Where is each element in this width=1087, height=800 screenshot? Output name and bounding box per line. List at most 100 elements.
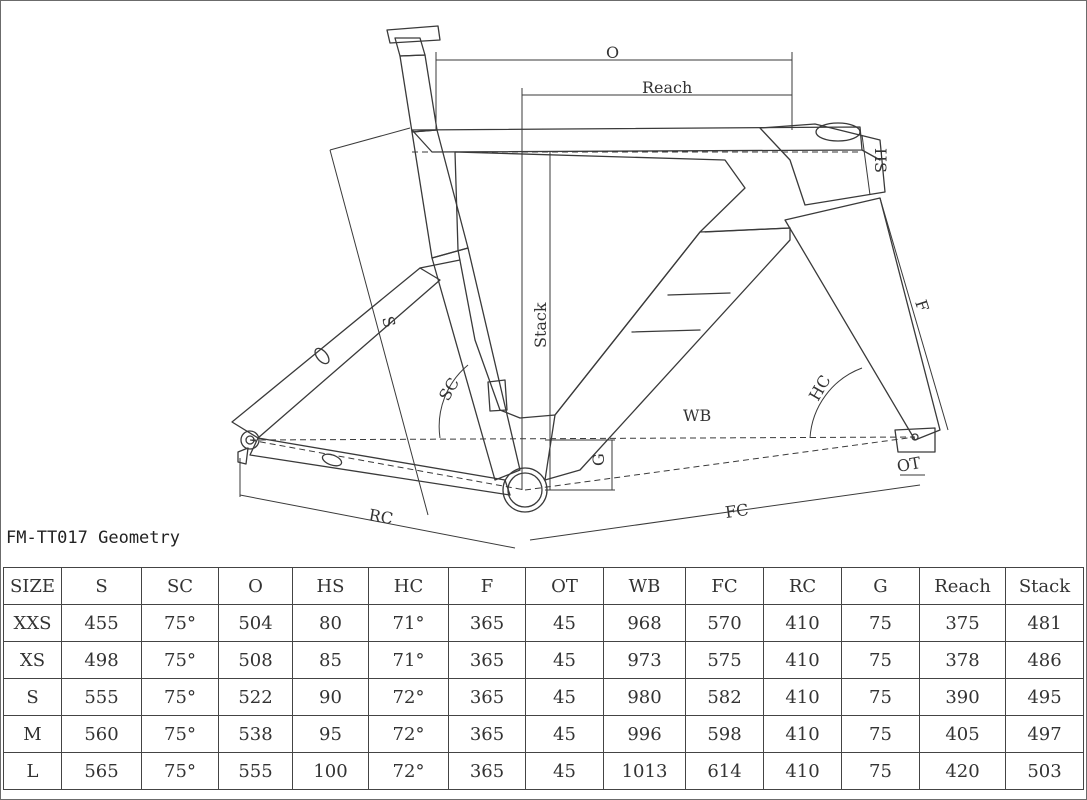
seat-tube [411,129,521,481]
wb-label: WB [683,406,711,425]
s-label: S [378,314,399,330]
table-cell: 503 [1005,752,1084,790]
table-cell: 996 [603,715,686,753]
table-cell: 75° [141,678,219,716]
table-row: XXS 455 75° 504 80 71° 365 45 968 570 41… [3,604,1084,642]
table-cell: 45 [525,752,604,790]
table-cell: 390 [919,678,1006,716]
table-cell: 508 [218,641,293,679]
table-cell: 410 [763,752,842,790]
table-cell: 365 [448,678,526,716]
o-label: O [606,43,619,62]
header-cell: FC [685,567,764,605]
seatpost [386,25,441,133]
rc-label: RC [367,505,394,528]
table-cell: 495 [1005,678,1084,716]
header-cell: SC [141,567,219,605]
g-label: G [589,453,608,466]
table-cell: M [3,715,62,753]
table-cell: 71° [368,604,449,642]
front-triangle [454,151,791,419]
table-cell: 455 [61,604,142,642]
header-cell: F [448,567,526,605]
header-cell: RC [763,567,842,605]
rear-center-line [249,439,526,491]
table-cell: 75 [841,678,920,716]
table-cell: 75 [841,604,920,642]
table-cell: 365 [448,641,526,679]
table-cell: 410 [763,604,842,642]
table-row: M 560 75° 538 95 72° 365 45 996 598 410 … [3,715,1084,753]
table-cell: 72° [368,715,449,753]
header-cell: HS [292,567,369,605]
table-cell: 95 [292,715,369,753]
table-cell: 405 [919,715,1006,753]
table-cell: 75° [141,752,219,790]
table-cell: 973 [603,641,686,679]
table-cell: 486 [1005,641,1084,679]
table-cell: 980 [603,678,686,716]
s-dimension-line [329,149,429,516]
hc-angle-arc [809,367,863,439]
table-cell: 498 [61,641,142,679]
down-tube [544,227,791,481]
sc-label: SC [435,374,463,404]
table-row: XS 498 75° 508 85 71° 365 45 973 575 410… [3,641,1084,679]
table-cell: 378 [919,641,1006,679]
table-cell: 560 [61,715,142,753]
table-cell: 410 [763,678,842,716]
sc-angle-arc [438,364,469,439]
header-cell: G [841,567,920,605]
table-cell: 538 [218,715,293,753]
table-cell: 75 [841,752,920,790]
table-cell: 555 [61,678,142,716]
table-cell: 75° [141,604,219,642]
table-cell: S [3,678,62,716]
head-tube [759,122,886,206]
hc-label: HC [805,372,835,404]
table-cell: 410 [763,641,842,679]
f-dimension-line [879,197,949,431]
header-cell: HC [368,567,449,605]
table-cell: 570 [685,604,764,642]
header-cell: OT [525,567,604,605]
table-cell: 1013 [603,752,686,790]
table-cell: 75° [141,641,219,679]
table-cell: 481 [1005,604,1084,642]
header-cell: S [61,567,142,605]
table-cell: 365 [448,715,526,753]
top-tube [411,126,881,161]
table-cell: 72° [368,678,449,716]
table-cell: 565 [61,752,142,790]
hs-dimension-line [861,134,871,196]
table-row: L 565 75° 555 100 72° 365 45 1013 614 41… [3,752,1084,790]
table-cell: 410 [763,715,842,753]
header-cell: Stack [1005,567,1084,605]
table-cell: 45 [525,641,604,679]
table-cell: 504 [218,604,293,642]
table-cell: 497 [1005,715,1084,753]
table-cell: 75 [841,715,920,753]
table-cell: 375 [919,604,1006,642]
header-cell: O [218,567,293,605]
ot-label: OT [895,453,922,476]
table-cell: 100 [292,752,369,790]
table-cell: XS [3,641,62,679]
geometry-table: SIZE S SC O HS HC F OT WB FC RC G Reach … [3,567,1084,790]
table-cell: 75 [841,641,920,679]
table-cell: 75° [141,715,219,753]
fc-dimension-line [529,484,921,541]
table-header-row: SIZE S SC O HS HC F OT WB FC RC G Reach … [3,567,1084,605]
fc-label: FC [724,500,750,522]
front-center-line [524,436,916,491]
table-cell: 420 [919,752,1006,790]
axle-line [249,436,916,441]
geometry-title: FM-TT017 Geometry [6,528,180,548]
table-cell: 365 [448,752,526,790]
table-cell: 575 [685,641,764,679]
table-cell: 365 [448,604,526,642]
header-cell: SIZE [3,567,62,605]
table-cell: 582 [685,678,764,716]
table-cell: 71° [368,641,449,679]
stack-label: Stack [531,302,550,348]
